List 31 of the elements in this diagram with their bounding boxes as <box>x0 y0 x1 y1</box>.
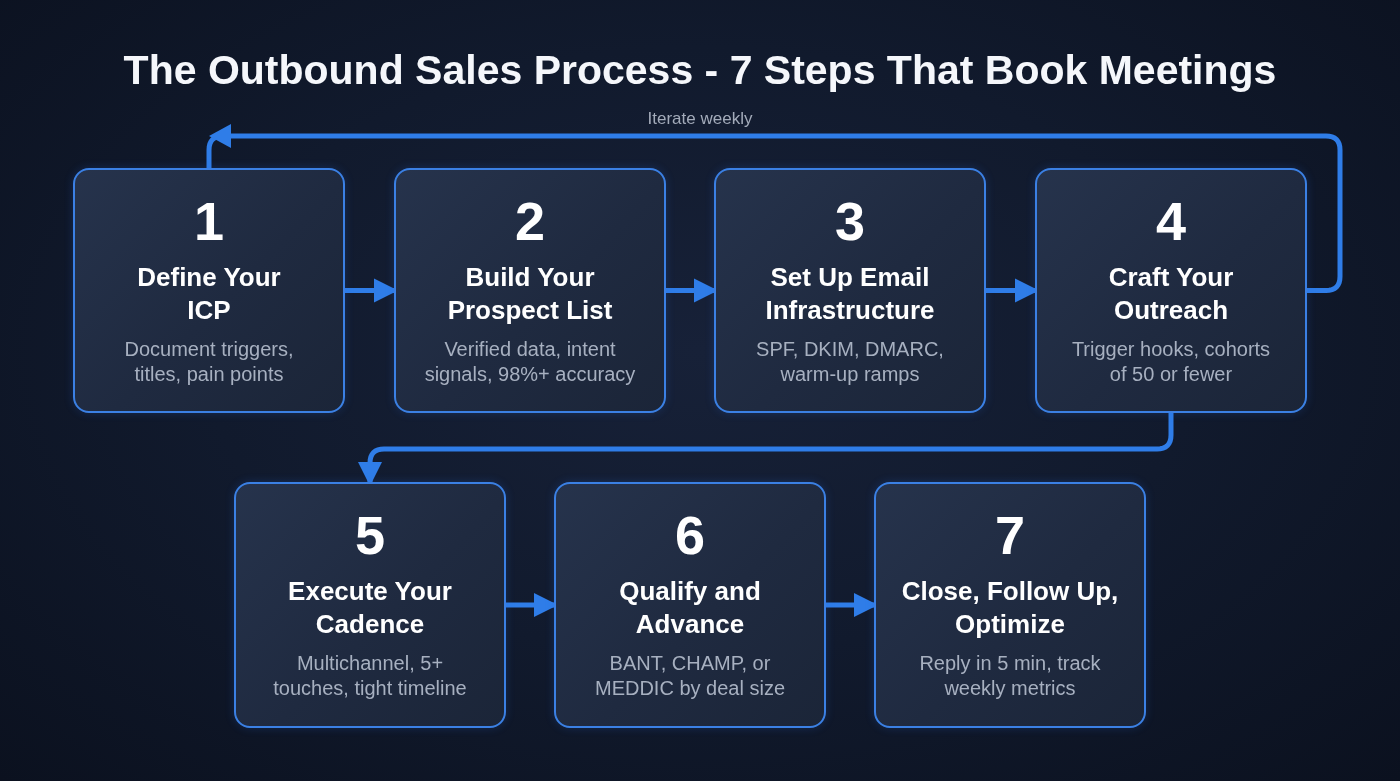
step-number: 6 <box>674 505 705 565</box>
step-title: Set Up Email Infrastructure <box>764 261 936 327</box>
step-number: 7 <box>994 505 1025 565</box>
step-title: Qualify and Advance <box>618 575 762 641</box>
step-card <box>714 168 986 413</box>
step-description: Multichannel, 5+ touches, tight timeline <box>272 651 468 701</box>
step-title: Define Your ICP <box>136 261 282 327</box>
step-card <box>554 482 826 728</box>
step-title: Craft Your Outreach <box>1107 261 1235 327</box>
step-description: Verified data, intent signals, 98%+ accuracy <box>423 337 637 387</box>
step-title: Build Your Prospect List <box>446 261 614 327</box>
diagram-title: The Outbound Sales Process - 7 Steps That Book Meetings <box>123 46 1277 95</box>
step-number: 3 <box>834 191 865 251</box>
step-number: 1 <box>193 191 224 251</box>
step-number: 2 <box>514 191 545 251</box>
step-card <box>394 168 666 413</box>
step-card <box>234 482 506 728</box>
step-description: BANT, CHAMP, or MEDDIC by deal size <box>593 651 787 701</box>
edge-label: Iterate weekly <box>647 109 753 129</box>
step-title: Close, Follow Up, Optimize <box>900 575 1120 641</box>
step-card <box>874 482 1146 728</box>
step-number: 5 <box>354 505 385 565</box>
step-description: SPF, DKIM, DMARC, warm-up ramps <box>755 337 945 387</box>
arrow <box>206 124 1343 293</box>
step-title: Execute Your Cadence <box>287 575 453 641</box>
step-card <box>1035 168 1307 413</box>
step-description: Document triggers, titles, pain points <box>123 337 295 387</box>
step-card <box>73 168 345 413</box>
step-description: Trigger hooks, cohorts of 50 or fewer <box>1070 337 1272 387</box>
step-number: 4 <box>1155 191 1186 251</box>
step-description: Reply in 5 min, track weekly metrics <box>918 651 1102 701</box>
